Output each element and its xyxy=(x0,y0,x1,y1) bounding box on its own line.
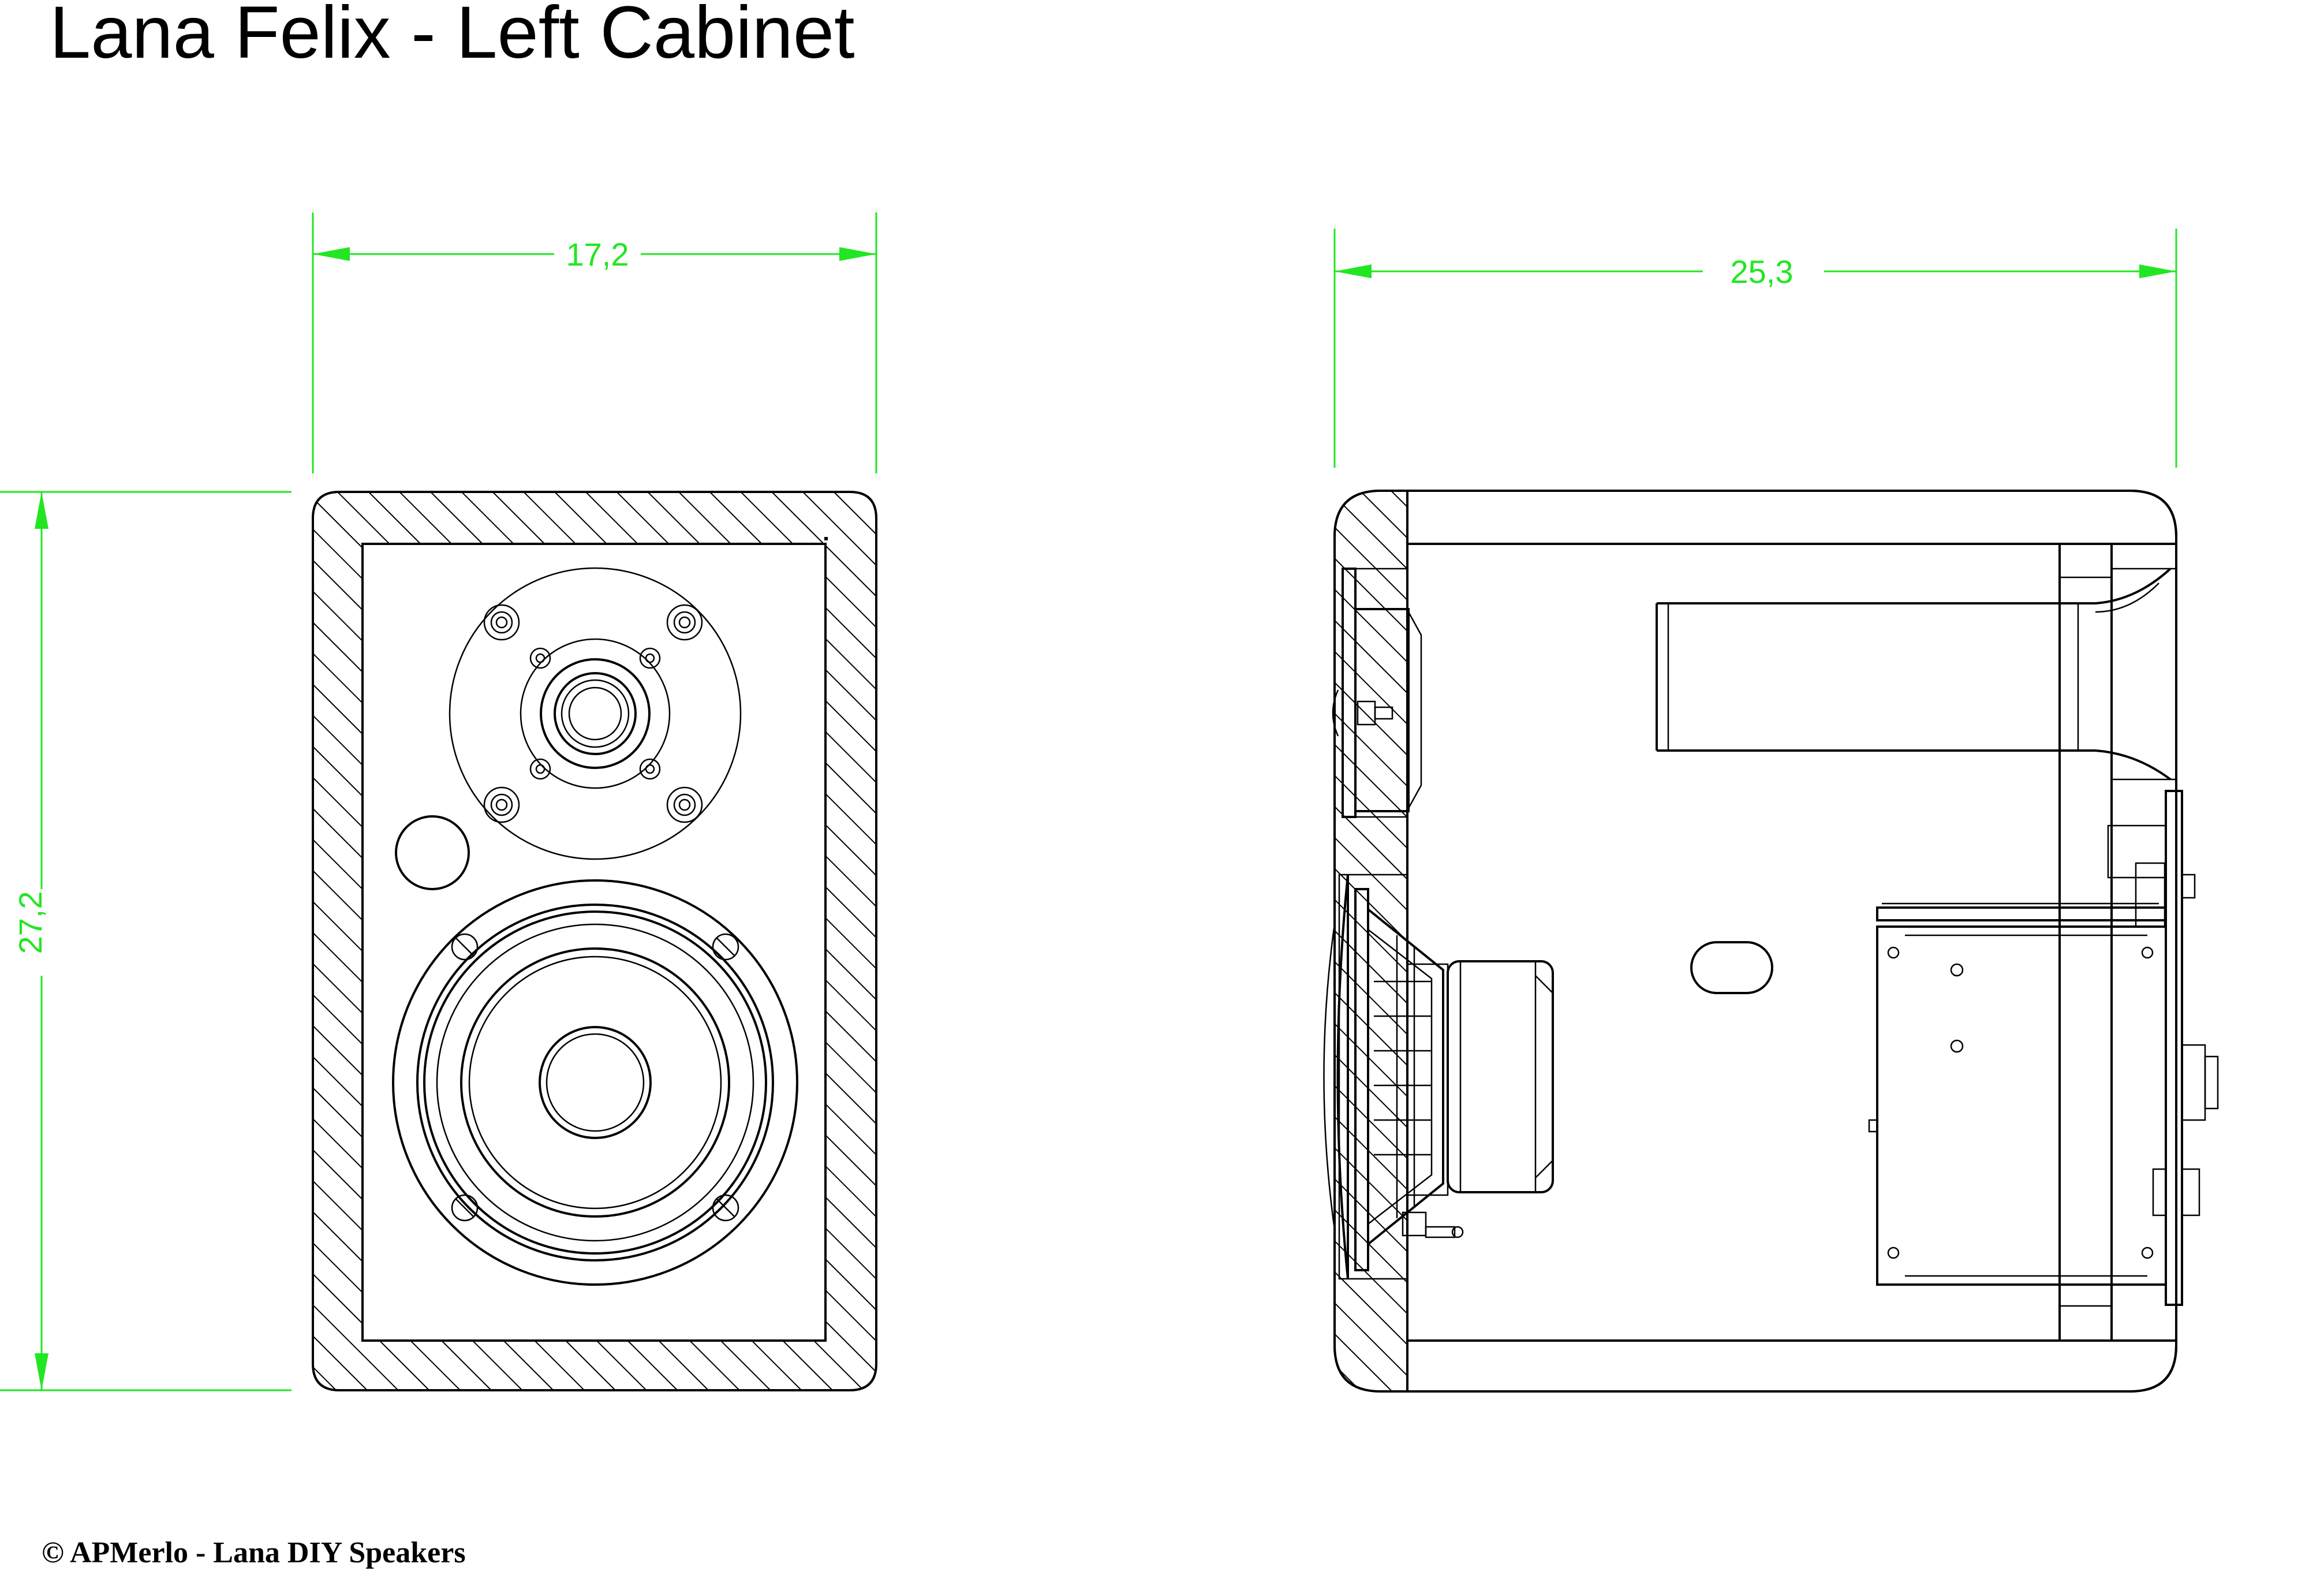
tweeter-screw xyxy=(666,604,703,641)
front-baffle xyxy=(361,543,827,1342)
drawing-title: Lana Felix - Left Cabinet xyxy=(50,0,855,74)
woofer-side xyxy=(1323,874,1554,1279)
front-height-label: 27,2 xyxy=(12,891,48,954)
front-height-dimension: 27,2 xyxy=(0,491,292,1391)
side-depth-label: 25,3 xyxy=(1731,253,1794,290)
amplifier-module xyxy=(1868,790,2219,1306)
reflex-port-tube xyxy=(1656,568,2176,781)
tweeter-screw xyxy=(483,604,520,641)
side-cabinet-outline xyxy=(1333,490,2177,1393)
woofer-screw xyxy=(451,933,479,961)
woofer-screw xyxy=(712,933,739,961)
tweeter-screw xyxy=(666,786,703,823)
woofer xyxy=(392,879,798,1286)
internal-brace xyxy=(1690,941,1773,994)
side-depth-dimension: 25,3 xyxy=(1333,229,2177,468)
front-view: 17,2 27,2 xyxy=(0,212,877,1391)
tweeter-screw xyxy=(483,786,520,823)
tweeter xyxy=(449,567,742,860)
woofer-screw xyxy=(712,1194,739,1222)
copyright-footer: © APMerlo - Lana DIY Speakers xyxy=(42,1536,466,1569)
front-width-dimension: 17,2 xyxy=(312,212,877,473)
front-width-label: 17,2 xyxy=(566,236,629,273)
front-cabinet-wall xyxy=(312,491,877,1391)
tweeter-side xyxy=(1332,568,1422,818)
side-view: 25,3 xyxy=(1323,229,2219,1393)
reflex-port xyxy=(395,815,470,890)
woofer-screw xyxy=(451,1194,479,1222)
